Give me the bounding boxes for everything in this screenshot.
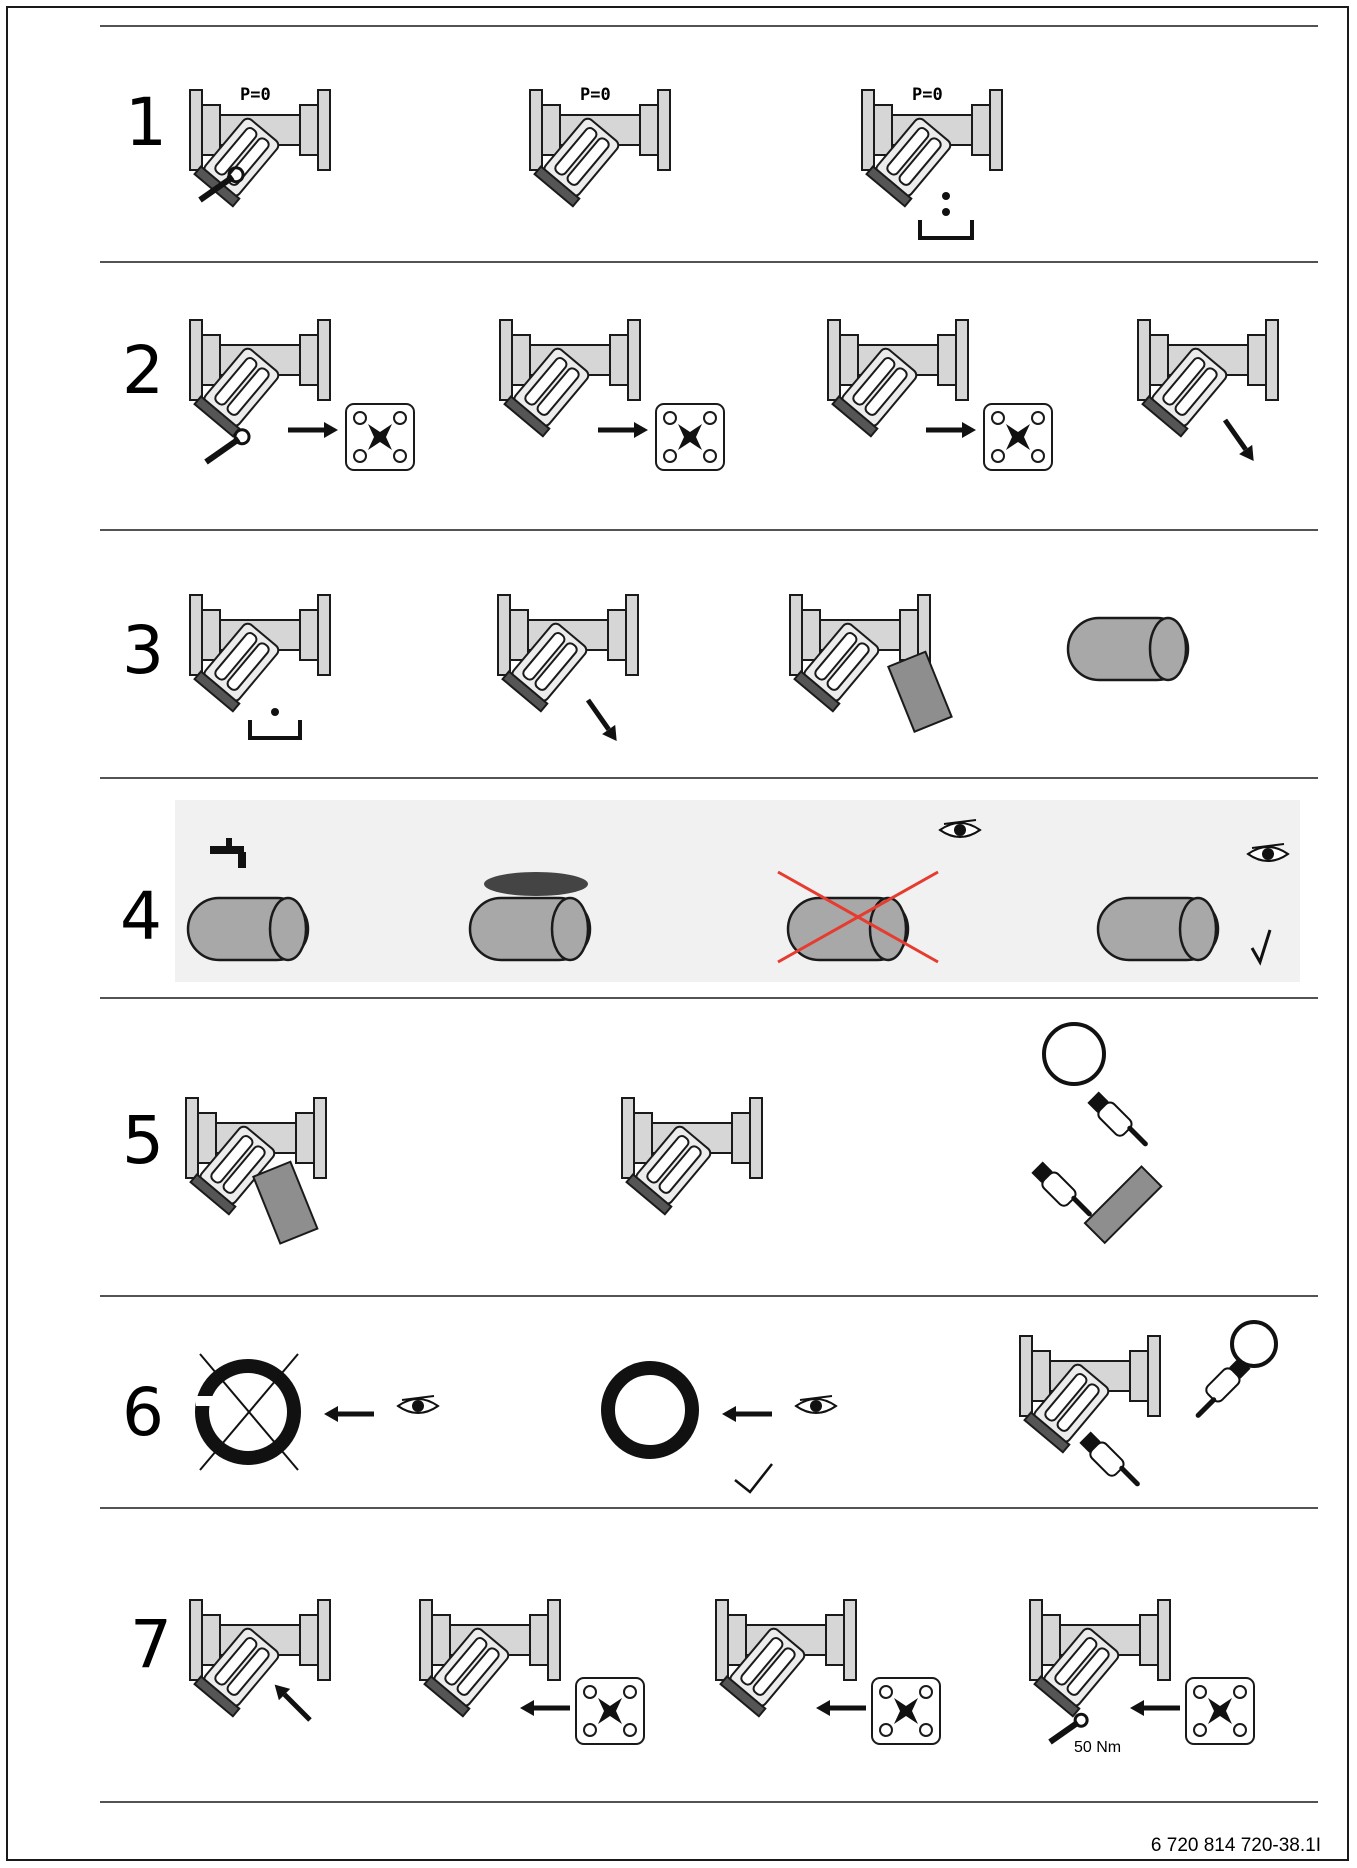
- step-7-row: 50 Nm: [190, 1600, 1254, 1756]
- strainer-housing-icon: [1030, 1600, 1170, 1716]
- step-6-row: [196, 1322, 1276, 1494]
- arrow-icon: [598, 422, 648, 438]
- strainer-housing-icon: [190, 1600, 330, 1716]
- shutoff-valve-icon: [576, 1678, 644, 1744]
- strainer-housing-icon: [1138, 320, 1278, 436]
- step-5-row: [186, 1024, 1161, 1244]
- arrow-icon: [288, 422, 338, 438]
- shutoff-valve-icon: [656, 404, 724, 470]
- shutoff-valve-icon: [984, 404, 1052, 470]
- filter-cartridge-icon: [470, 898, 590, 960]
- strainer-housing-icon: [530, 90, 670, 206]
- figure-code: 6 720 814 720-38.1I: [1151, 1835, 1321, 1857]
- step-number: 7: [130, 1612, 172, 1678]
- step-number: 6: [122, 1380, 164, 1446]
- o-ring-icon: [1044, 1024, 1104, 1084]
- arrow-icon: [581, 695, 623, 745]
- eye-icon: [796, 1396, 836, 1413]
- step-3-row: [190, 595, 1188, 746]
- strainer-housing-icon: [420, 1600, 560, 1716]
- step-2-row: [190, 320, 1278, 470]
- drip-tray-icon: [920, 192, 972, 238]
- strainer-housing-icon: [190, 320, 330, 436]
- strainer-housing-icon: [498, 595, 638, 711]
- arrow-icon: [520, 1700, 570, 1716]
- pressure-label: P=0: [580, 85, 611, 105]
- pointing-hand-icon: [1086, 1090, 1150, 1154]
- pressure-label: P=0: [912, 85, 943, 105]
- strainer-housing-icon: [828, 320, 968, 436]
- filter-cartridge-icon: [1098, 898, 1218, 960]
- arrow-icon: [816, 1700, 866, 1716]
- arrow-icon: [324, 1406, 374, 1422]
- filter-cartridge-icon: [788, 898, 908, 960]
- filter-cartridge-icon: [188, 898, 308, 960]
- drip-tray-icon: [250, 708, 300, 738]
- step-4-row: [175, 800, 1300, 982]
- shutoff-valve-icon: [1186, 1678, 1254, 1744]
- o-ring-icon: [608, 1368, 692, 1452]
- torque-label: 50 Nm: [1074, 1739, 1121, 1756]
- pointing-hand-icon: [1078, 1430, 1142, 1494]
- filter-cartridge-icon: [888, 652, 951, 732]
- checkmark-icon: [735, 1464, 772, 1492]
- pointing-hand-icon: [1188, 1356, 1252, 1420]
- pressure-label: P=0: [240, 85, 271, 105]
- brush-icon: [484, 872, 588, 896]
- strainer-housing-icon: [500, 320, 640, 436]
- filter-cartridge-icon: [1085, 1167, 1161, 1243]
- step-number: 3: [122, 618, 164, 684]
- filter-cartridge-icon: [1068, 618, 1188, 680]
- filter-cartridge-icon: [253, 1162, 317, 1244]
- arrow-icon: [269, 1679, 316, 1726]
- step-number: 1: [125, 90, 167, 156]
- arrow-icon: [1218, 415, 1260, 465]
- eye-icon: [398, 1396, 438, 1413]
- arrow-icon: [926, 422, 976, 438]
- step-1-row: P=0 P=0 P=0: [190, 85, 1002, 238]
- step-number: 5: [122, 1108, 164, 1174]
- arrow-icon: [722, 1406, 772, 1422]
- wrench-icon: [202, 427, 252, 468]
- shutoff-valve-icon: [872, 1678, 940, 1744]
- step-number: 4: [120, 884, 162, 950]
- strainer-housing-icon: [862, 90, 1002, 206]
- shutoff-valve-icon: [346, 404, 414, 470]
- pointing-hand-icon: [1030, 1160, 1094, 1224]
- strainer-housing-icon: [190, 595, 330, 711]
- arrow-icon: [1130, 1700, 1180, 1716]
- strainer-housing-icon: [622, 1098, 762, 1214]
- step-number: 2: [122, 338, 164, 404]
- strainer-housing-icon: [716, 1600, 856, 1716]
